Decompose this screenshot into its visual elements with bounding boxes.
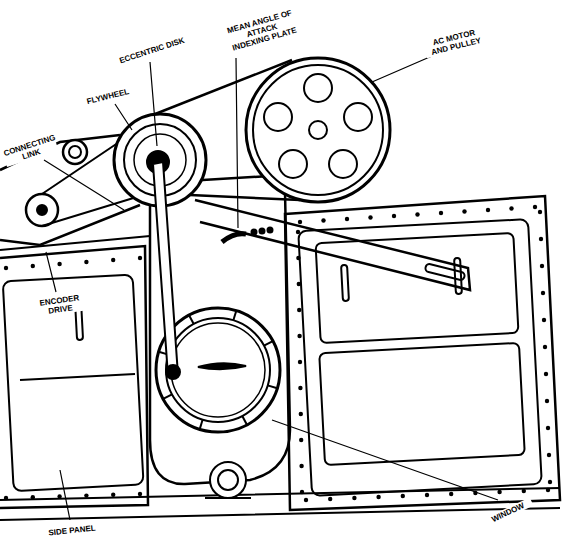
bolt <box>298 360 302 364</box>
bolt <box>401 494 405 498</box>
bolt <box>321 218 325 222</box>
bolt <box>138 256 142 260</box>
bolt <box>296 230 300 234</box>
bolt <box>111 493 115 497</box>
bolt <box>439 211 443 215</box>
part-label: AC MOTOR AND PULLEY <box>423 26 488 58</box>
bolt <box>57 494 61 498</box>
bolt <box>449 492 453 496</box>
bolt <box>300 490 304 494</box>
bolt <box>425 493 429 497</box>
bolt <box>546 426 550 430</box>
part-label: CONNECTING LINK <box>2 133 59 167</box>
bolt <box>376 495 380 499</box>
bolt <box>415 212 419 216</box>
bolt <box>328 497 332 501</box>
bolt <box>544 372 548 376</box>
bolt <box>546 488 550 492</box>
bolt <box>299 438 303 442</box>
bolt <box>297 334 301 338</box>
bolt <box>298 386 302 390</box>
bolt <box>509 206 513 210</box>
bolt <box>538 210 542 214</box>
part-label: SIDE PANEL <box>36 522 109 538</box>
bolt <box>299 464 303 468</box>
bolt <box>368 215 372 219</box>
bolt <box>297 308 301 312</box>
bolt <box>304 498 308 502</box>
bolt <box>545 399 549 403</box>
bolt <box>84 260 88 264</box>
bolt <box>392 214 396 218</box>
bolt <box>299 412 303 416</box>
bolt <box>57 262 61 266</box>
bolt <box>296 256 300 260</box>
part-label: MEAN ANGLE OF ATTACK INDEXING PLATE <box>224 8 301 54</box>
part-label: ECCENTRIC DISK <box>116 35 187 66</box>
bolt <box>539 237 543 241</box>
bolt <box>542 318 546 322</box>
bolt <box>84 493 88 497</box>
part-label: FLYWHEEL <box>77 85 139 109</box>
bolt <box>297 282 301 286</box>
bolt <box>31 495 35 499</box>
bolt <box>345 217 349 221</box>
bolt <box>4 266 8 270</box>
bolt <box>486 208 490 212</box>
bolt <box>540 264 544 268</box>
bolt <box>522 489 526 493</box>
bolt <box>547 453 551 457</box>
bolt <box>138 492 142 496</box>
bolt <box>4 496 8 500</box>
bolt <box>533 205 537 209</box>
bolt <box>541 291 545 295</box>
bolt <box>31 264 35 268</box>
bolt <box>298 220 302 224</box>
bolt <box>497 490 501 494</box>
bolt <box>543 345 547 349</box>
bolt <box>111 258 115 262</box>
bolt <box>548 480 552 484</box>
bolt <box>462 209 466 213</box>
bolt <box>352 496 356 500</box>
part-label: ENCODER DRIVE <box>33 292 87 317</box>
